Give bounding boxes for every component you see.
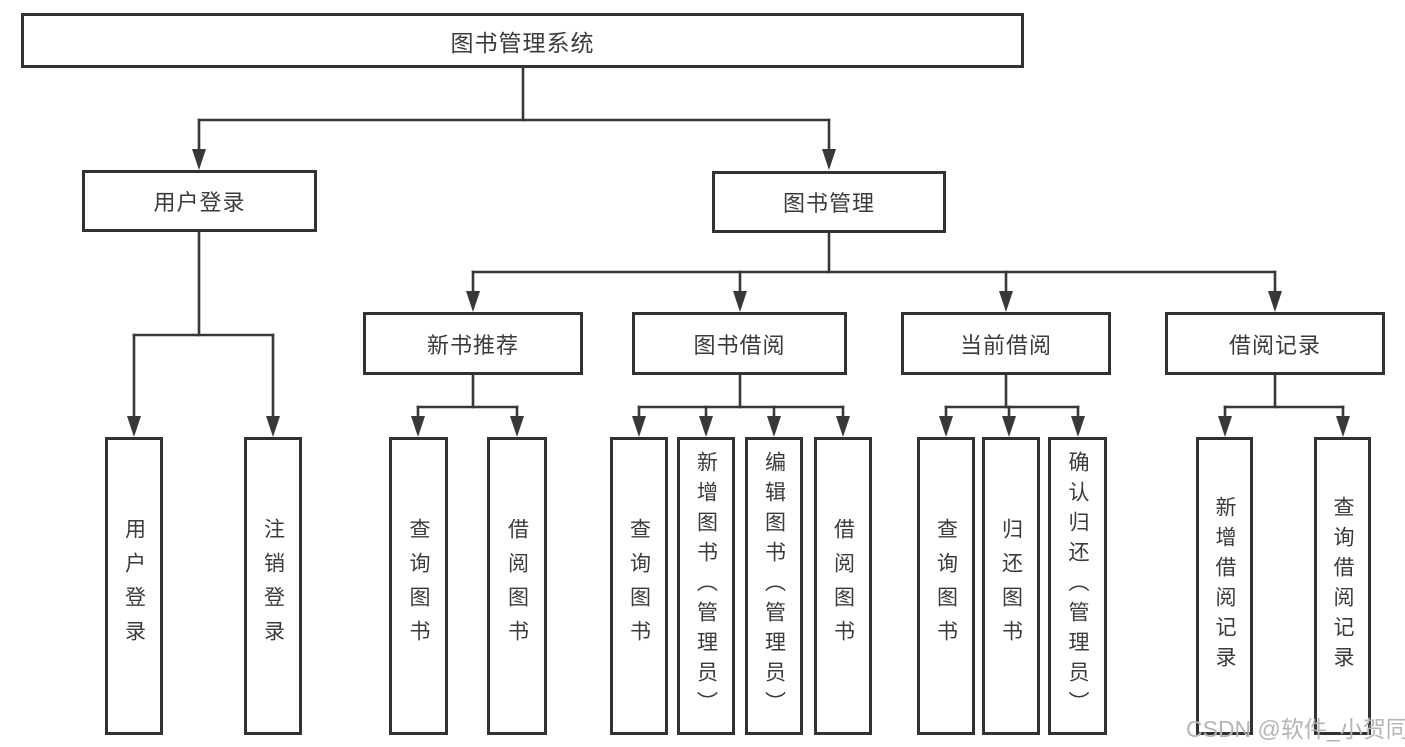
- connector-root-to-level2: [192, 66, 836, 170]
- leaf-borrow-edit-books-admin: 编辑图书（管理员）: [745, 437, 803, 735]
- leaf-user-login: 用户登录: [105, 437, 163, 735]
- leaf-current-query-books: 查询图书: [917, 437, 975, 735]
- node-current-borrowing: 当前借阅: [901, 312, 1111, 375]
- leaf-label: 注销登录: [261, 518, 285, 654]
- leaf-label: 查询图书: [627, 518, 651, 654]
- leaf-rec-borrow-books: 借阅图书: [487, 437, 547, 735]
- connector-book-borrow-children: [632, 373, 850, 437]
- leaf-records-query-record: 查询借阅记录: [1314, 437, 1371, 735]
- leaf-label: 查询图书: [934, 518, 958, 654]
- leaf-label: 查询借阅记录: [1331, 496, 1354, 676]
- leaf-records-add-record: 新增借阅记录: [1196, 437, 1253, 735]
- connector-book-mgmt-children: [466, 232, 1282, 312]
- node-book-borrowing: 图书借阅: [632, 312, 847, 375]
- connector-current-borrow-children: [939, 373, 1085, 437]
- leaf-current-confirm-return-admin: 确认归还（管理员）: [1048, 437, 1107, 735]
- connector-new-book-rec-children: [411, 373, 524, 437]
- leaf-label: 查询图书: [407, 518, 430, 654]
- node-borrowing-records: 借阅记录: [1165, 312, 1385, 375]
- leaf-label: 用户登录: [122, 518, 146, 654]
- leaf-label: 编辑图书（管理员）: [762, 451, 786, 721]
- leaf-label: 归还图书: [999, 518, 1023, 654]
- leaf-logout: 注销登录: [244, 437, 302, 735]
- leaf-borrow-query-books: 查询图书: [610, 437, 668, 735]
- leaf-current-return-books: 归还图书: [982, 437, 1040, 735]
- node-book-management: 图书管理: [712, 171, 946, 233]
- leaf-label: 借阅图书: [505, 518, 529, 654]
- leaf-borrow-borrow-books: 借阅图书: [814, 437, 872, 735]
- connector-user-login-children: [127, 230, 280, 437]
- csdn-watermark: CSDN @软件_小贺同学: [1186, 716, 1405, 742]
- connector-borrow-record-children: [1218, 373, 1350, 437]
- leaf-label: 新增借阅记录: [1213, 496, 1236, 676]
- leaf-label: 借阅图书: [831, 518, 855, 654]
- leaf-label: 确认归还（管理员）: [1066, 451, 1089, 721]
- leaf-rec-query-books: 查询图书: [389, 437, 448, 735]
- node-new-book-recommendation: 新书推荐: [363, 312, 583, 375]
- leaf-borrow-add-books-admin: 新增图书（管理员）: [677, 437, 735, 735]
- node-library-management-system: 图书管理系统: [21, 13, 1024, 68]
- leaf-label: 新增图书（管理员）: [694, 451, 718, 721]
- node-user-login: 用户登录: [82, 170, 317, 232]
